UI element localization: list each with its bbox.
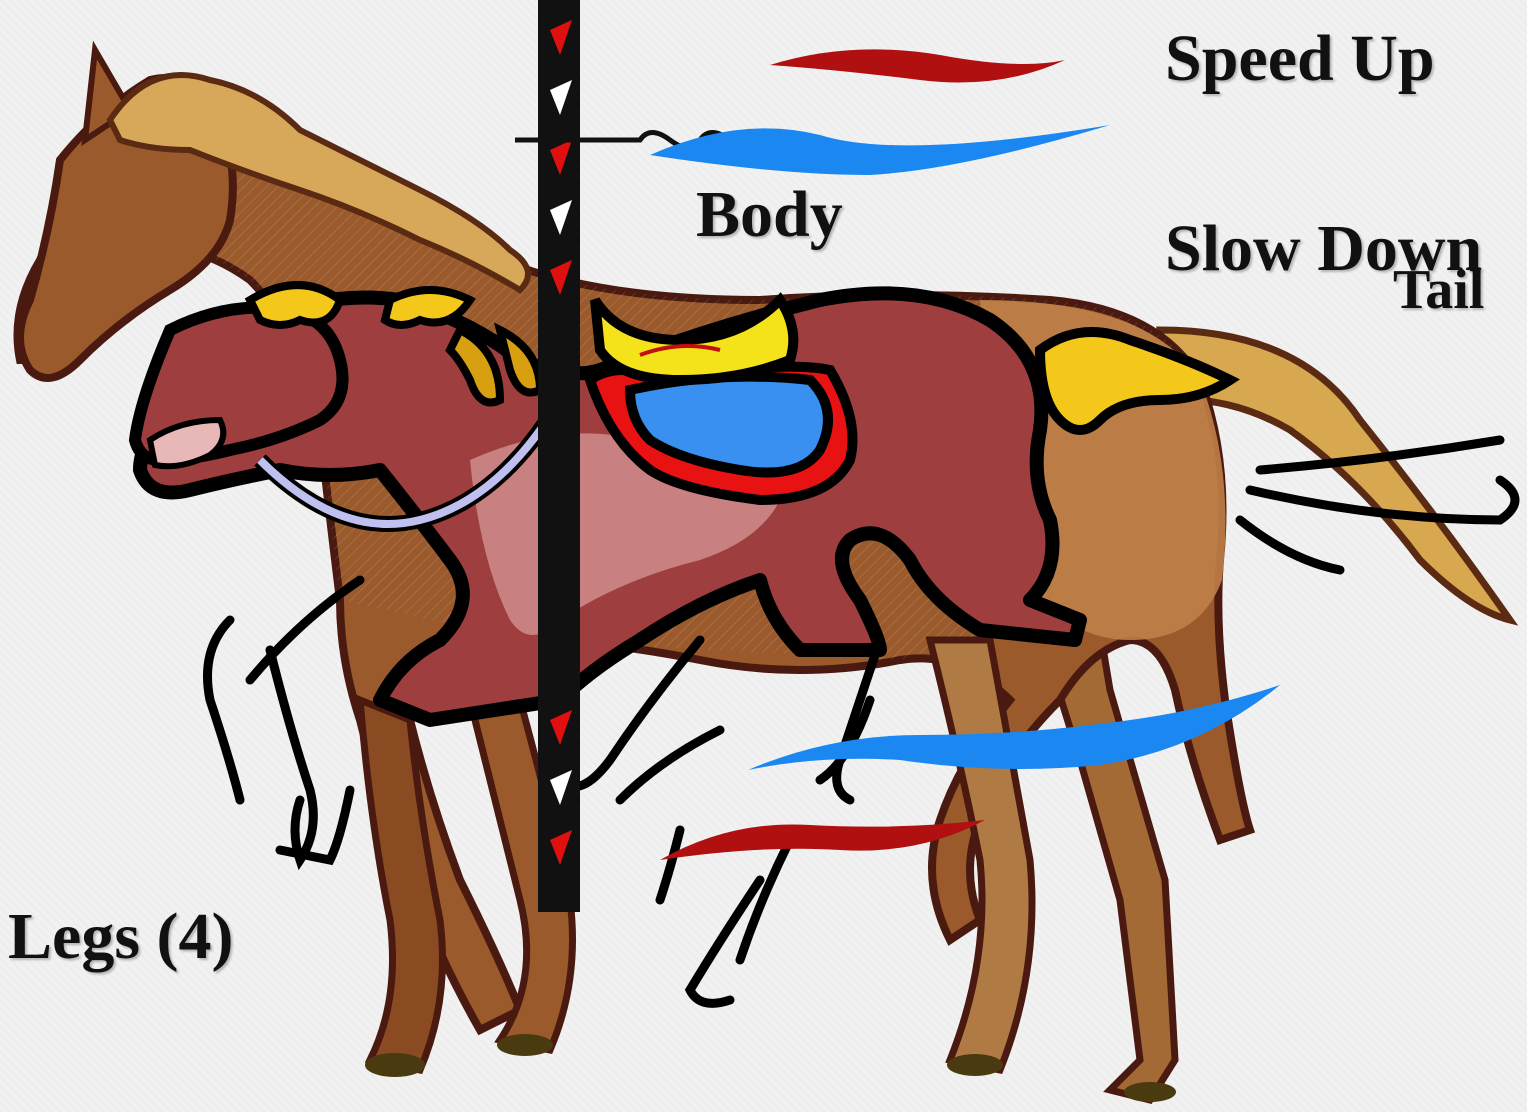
speed-up-label: Speed Up bbox=[1165, 26, 1435, 92]
carousel-pole bbox=[538, 0, 580, 912]
speed-up-stream bbox=[770, 49, 1065, 82]
hoof bbox=[947, 1054, 1003, 1076]
legs-label: Legs (4) bbox=[8, 904, 233, 970]
real-horse-front-leg bbox=[360, 700, 443, 1070]
hoof bbox=[1124, 1082, 1176, 1102]
carousel-horse-mane bbox=[250, 285, 340, 325]
body-label: Body bbox=[696, 182, 843, 248]
tail-label: Tail bbox=[1393, 262, 1484, 318]
hoof bbox=[497, 1034, 553, 1056]
hoof bbox=[365, 1053, 425, 1077]
